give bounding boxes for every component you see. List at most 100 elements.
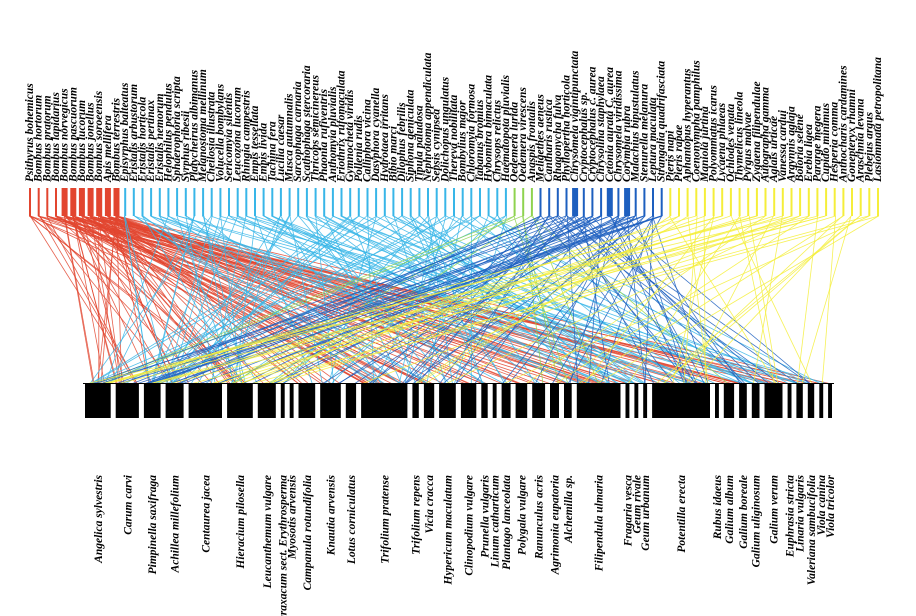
pollinator-bar [703, 188, 706, 216]
pollinator-label: Argynnis aglaja [786, 106, 798, 183]
interaction-link [216, 215, 636, 385]
plant-label: Angelica sylvestris [93, 474, 105, 563]
interaction-link [316, 215, 694, 385]
pollinator-label: Platycheirus albimanus [188, 69, 200, 182]
pollinator-label: Eristalis pertinax [145, 100, 157, 183]
pollinator-label: Lasiommata petropolitana [872, 57, 884, 183]
plant-label: Filipendula ulmaria [594, 475, 606, 572]
pollinator-label: Musca autumnalis [284, 93, 296, 183]
pollinator-label: Corymbia rubra [621, 105, 633, 182]
pollinator-bar [46, 188, 49, 216]
interaction-link [150, 215, 582, 385]
pollinator-label: Rhagonycha fulva [552, 95, 564, 183]
interaction-link [117, 215, 619, 385]
interaction-link [445, 215, 766, 385]
pollinator-label: Leucozona lucorum [232, 87, 244, 183]
pollinator-label: Cetonia aurata C. aurea [604, 67, 616, 182]
pollinator-label: Sericomyia silentis [223, 92, 235, 182]
pollinator-label: Thricops semicinereus [310, 74, 322, 182]
interaction-link [368, 215, 602, 385]
interaction-link [159, 215, 259, 385]
plant-bar [501, 384, 511, 418]
plant-label: Geum rivale [631, 475, 643, 533]
pollinator-bar [600, 188, 603, 216]
interaction-link [89, 215, 360, 385]
pollinator-bar [712, 188, 715, 216]
plant-bar [576, 384, 621, 418]
pollinator-label: Haematopota pluvialis [500, 74, 512, 183]
pollinator-bar [453, 188, 455, 216]
interaction-link [305, 215, 451, 385]
interaction-link [596, 215, 879, 385]
pollinator-label: Eristalis nemorum [154, 93, 166, 183]
pollinator-label: Cryptocephalus c. aurea [586, 66, 598, 182]
pollinator-bar [859, 188, 862, 216]
pollinator-label: Cheilosia illustrata [206, 91, 218, 182]
plant-bar [564, 384, 572, 418]
interaction-link [99, 215, 332, 385]
pollinator-bar [418, 188, 421, 216]
pollinator-bar [643, 188, 646, 216]
interaction-links [29, 215, 880, 385]
interaction-link [90, 215, 403, 385]
interaction-link [577, 215, 844, 385]
interaction-link [63, 215, 94, 385]
plant-bar [550, 384, 559, 418]
pollinator-label: Anthocharis cardamines [837, 65, 849, 183]
plant-bar [188, 384, 222, 418]
interaction-link [617, 215, 698, 385]
plant-label: Trifolium repens [411, 474, 423, 554]
interaction-link [748, 215, 779, 385]
interaction-link [95, 215, 515, 385]
pollinator-bar [530, 188, 533, 216]
pollinator-label: Bombus lapidarius [50, 92, 62, 183]
pollinator-bar [132, 188, 135, 216]
plant-label: Vicia cracca [424, 475, 436, 534]
interaction-link [144, 215, 602, 385]
pollinator-label: Nephrotoma appendiculata [422, 52, 434, 183]
pollinator-label: Empis livida [258, 123, 270, 183]
pollinator-label: Bombus jonellus [85, 102, 97, 183]
interaction-link [730, 215, 813, 385]
pollinator-bar [496, 188, 499, 216]
plant-label: Polygala vulgare [516, 475, 528, 555]
pollinator-label: Cupido minimus [820, 103, 832, 182]
pollinator-label: Bombus soroeensis [93, 90, 105, 183]
plant-label: Trifolium pratense [379, 475, 391, 564]
interaction-link [217, 215, 783, 385]
interaction-link [455, 215, 636, 385]
interaction-link [502, 215, 870, 385]
interaction-link [99, 215, 427, 385]
pollinator-label: Bombus hortorum [33, 95, 45, 183]
plant-bar [361, 384, 408, 418]
interaction-link [109, 215, 196, 385]
pollinator-label: Stenurella melanura [638, 84, 650, 182]
interaction-link [264, 215, 602, 385]
pollinator-bar [790, 188, 793, 216]
interaction-link [274, 215, 836, 385]
pollinator-bar [202, 188, 205, 216]
pollinator-bar [262, 188, 265, 216]
interaction-link [90, 215, 480, 385]
interaction-link [93, 215, 636, 385]
interaction-link [168, 215, 826, 385]
plant-bar [423, 384, 435, 418]
pollinator-bar [747, 188, 750, 216]
pollinator-bar [366, 188, 369, 216]
interaction-link [752, 215, 783, 385]
plant-label: Valeriana sambucifolia [806, 475, 818, 585]
pollinator-bar [781, 188, 784, 216]
plant-bar [828, 384, 832, 418]
pollinator-bar [245, 188, 248, 216]
interaction-link [106, 215, 766, 385]
pollinator-bar [61, 188, 68, 216]
pollinator-label: Chloromyia formosa [465, 84, 477, 182]
interaction-link [142, 215, 244, 385]
pollinator-bar [470, 188, 473, 216]
plant-bar [796, 384, 803, 418]
pollinator-label: Sphaerophoria scripta [171, 76, 183, 182]
interaction-link [155, 215, 758, 385]
interaction-link [108, 215, 173, 385]
